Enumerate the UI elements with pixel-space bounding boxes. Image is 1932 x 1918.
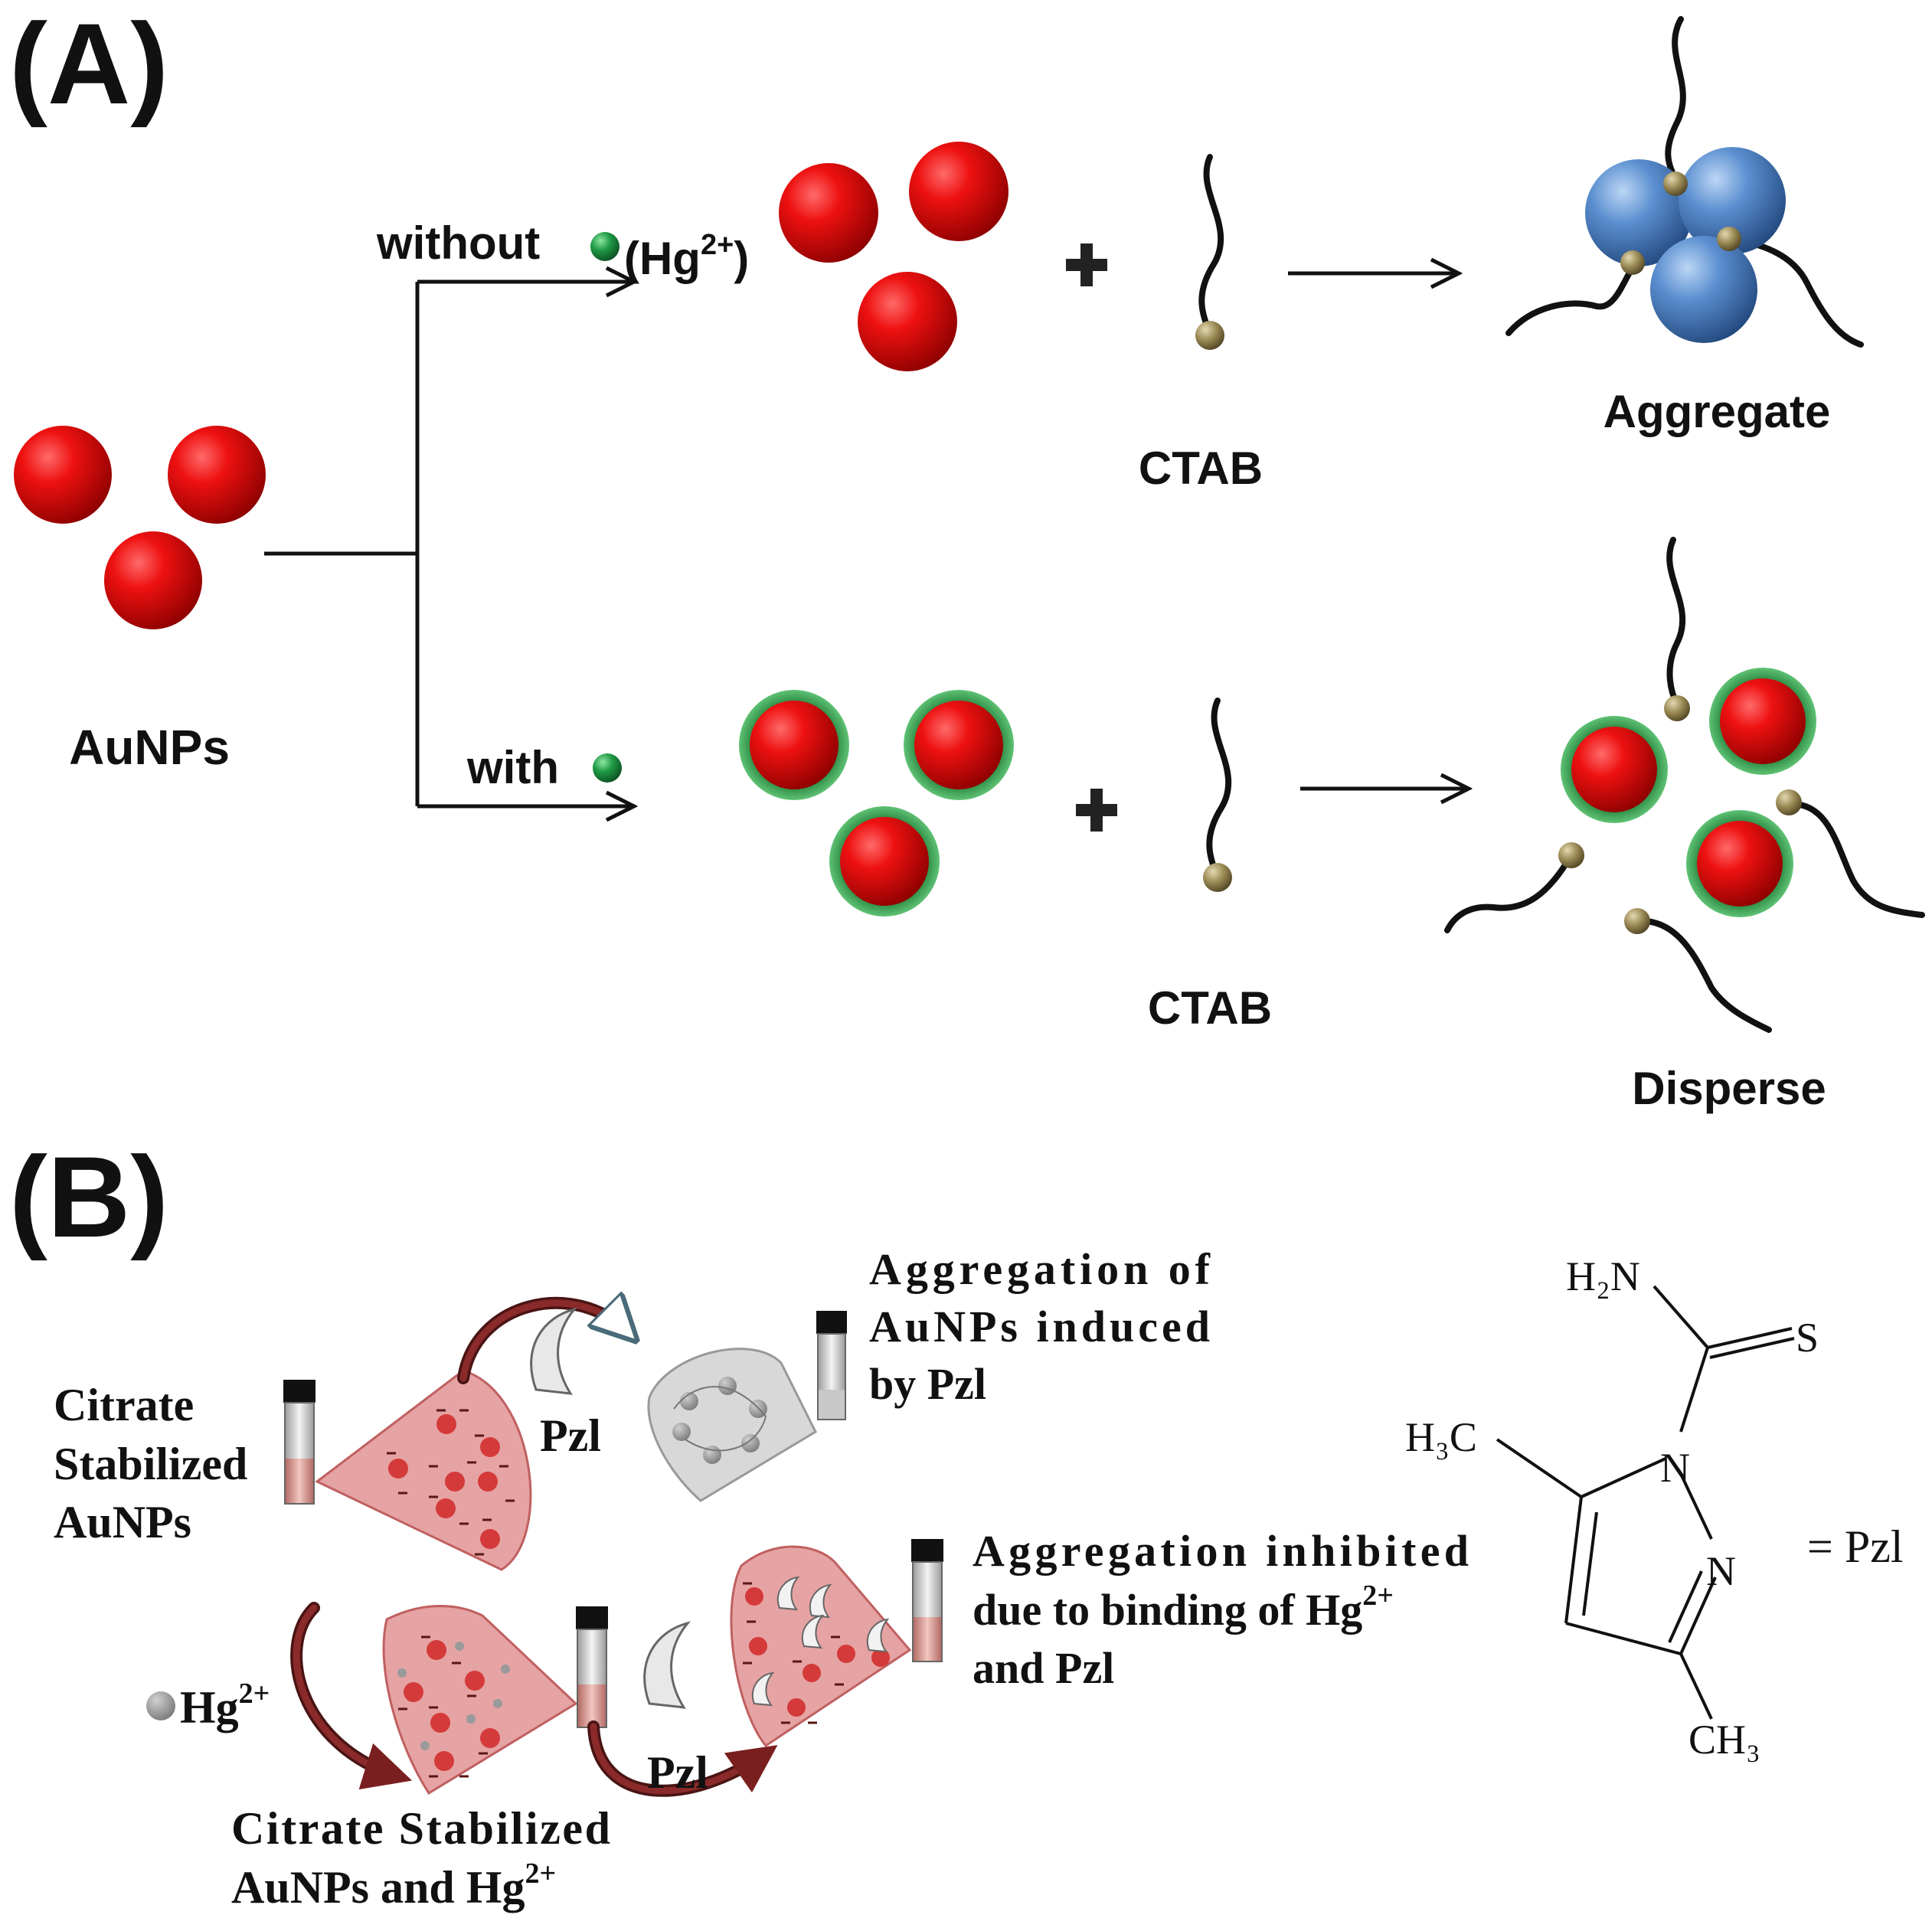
gold-nanoparticle (909, 142, 1008, 241)
shelled-nanoparticle (829, 806, 940, 917)
aggregate-label: Aggregate (1603, 386, 1831, 437)
gold-nanoparticle (104, 531, 202, 629)
vial-citrate (283, 1380, 315, 1505)
ctab-label-top: CTAB (1139, 443, 1263, 494)
ctab-molecule (1195, 154, 1224, 350)
flask-citrate-hg (382, 1605, 578, 1795)
pzl-molecule-icon (530, 1307, 578, 1395)
without-label: without (376, 217, 540, 269)
vial-citrate-hg (576, 1606, 608, 1728)
pzl-structure (1496, 1285, 1795, 1720)
panel-a-label: (A) (9, 0, 168, 128)
hg-ion-icon (593, 753, 622, 783)
disperse-label: Disperse (1632, 1063, 1826, 1114)
flask-inhibited (730, 1545, 912, 1748)
disperse-cluster (1444, 537, 1925, 1033)
gold-nanoparticle (858, 272, 957, 371)
hg-ion-label: (Hg2+) (624, 229, 749, 284)
citrate-label-line2: Stabilized (54, 1439, 247, 1489)
ctab-molecule (1203, 698, 1232, 892)
inhibited-text-line1: Aggregation inhibited (973, 1526, 1469, 1576)
gold-nanoparticle (168, 426, 266, 524)
vial-inhibited (911, 1539, 943, 1662)
inhibited-text-line2: due to binding of Hg2+ (973, 1580, 1394, 1635)
flask-citrate-aunps (315, 1369, 532, 1571)
hg-ion-icon (590, 232, 619, 261)
hg-ion-icon (146, 1691, 175, 1720)
citrate-label-line3: AuNPs (54, 1497, 191, 1547)
with-label: with (466, 742, 559, 793)
n2-atom-label: N (1706, 1548, 1736, 1594)
n1-atom-label: N (1660, 1445, 1690, 1491)
gold-nanoparticle (779, 163, 878, 263)
gold-nanoparticle (14, 426, 112, 524)
ctab-label-bottom: CTAB (1148, 982, 1272, 1034)
aggregation-text-line1: Aggregation of (869, 1244, 1211, 1294)
aggregation-text-line2: AuNPs induced (869, 1302, 1210, 1351)
pzl-label-top: Pzl (540, 1410, 601, 1461)
caption-line2: AuNPs and Hg2+ (231, 1858, 556, 1913)
nh2-label: H₂N (1566, 1253, 1640, 1299)
aggregation-text-line3: by Pzl (869, 1359, 986, 1409)
s-atom-label: S (1796, 1315, 1819, 1361)
plus-sign (1076, 789, 1117, 832)
vial-aggregated (816, 1311, 847, 1420)
pzl-molecule-icon (643, 1621, 691, 1709)
panel-b-label: (B) (9, 1132, 168, 1261)
pzl-equals-label: = Pzl (1807, 1521, 1904, 1572)
inhibited-text-line3: and Pzl (973, 1643, 1114, 1693)
ch3-label: CH₃ (1688, 1717, 1760, 1763)
shelled-nanoparticle (904, 690, 1014, 800)
hg-ion-label-b: Hg2+ (180, 1678, 270, 1733)
h3c-label: H₃C (1405, 1414, 1477, 1460)
aggregate-cluster (1505, 16, 1864, 348)
shelled-nanoparticle (739, 690, 849, 800)
citrate-label-line1: Citrate (54, 1380, 194, 1430)
plus-sign (1066, 243, 1107, 286)
aunps-label: AuNPs (69, 720, 230, 775)
caption-line1: Citrate Stabilized (231, 1803, 610, 1854)
pzl-label-bottom: Pzl (647, 1747, 708, 1798)
flask-aggregated (647, 1348, 817, 1502)
